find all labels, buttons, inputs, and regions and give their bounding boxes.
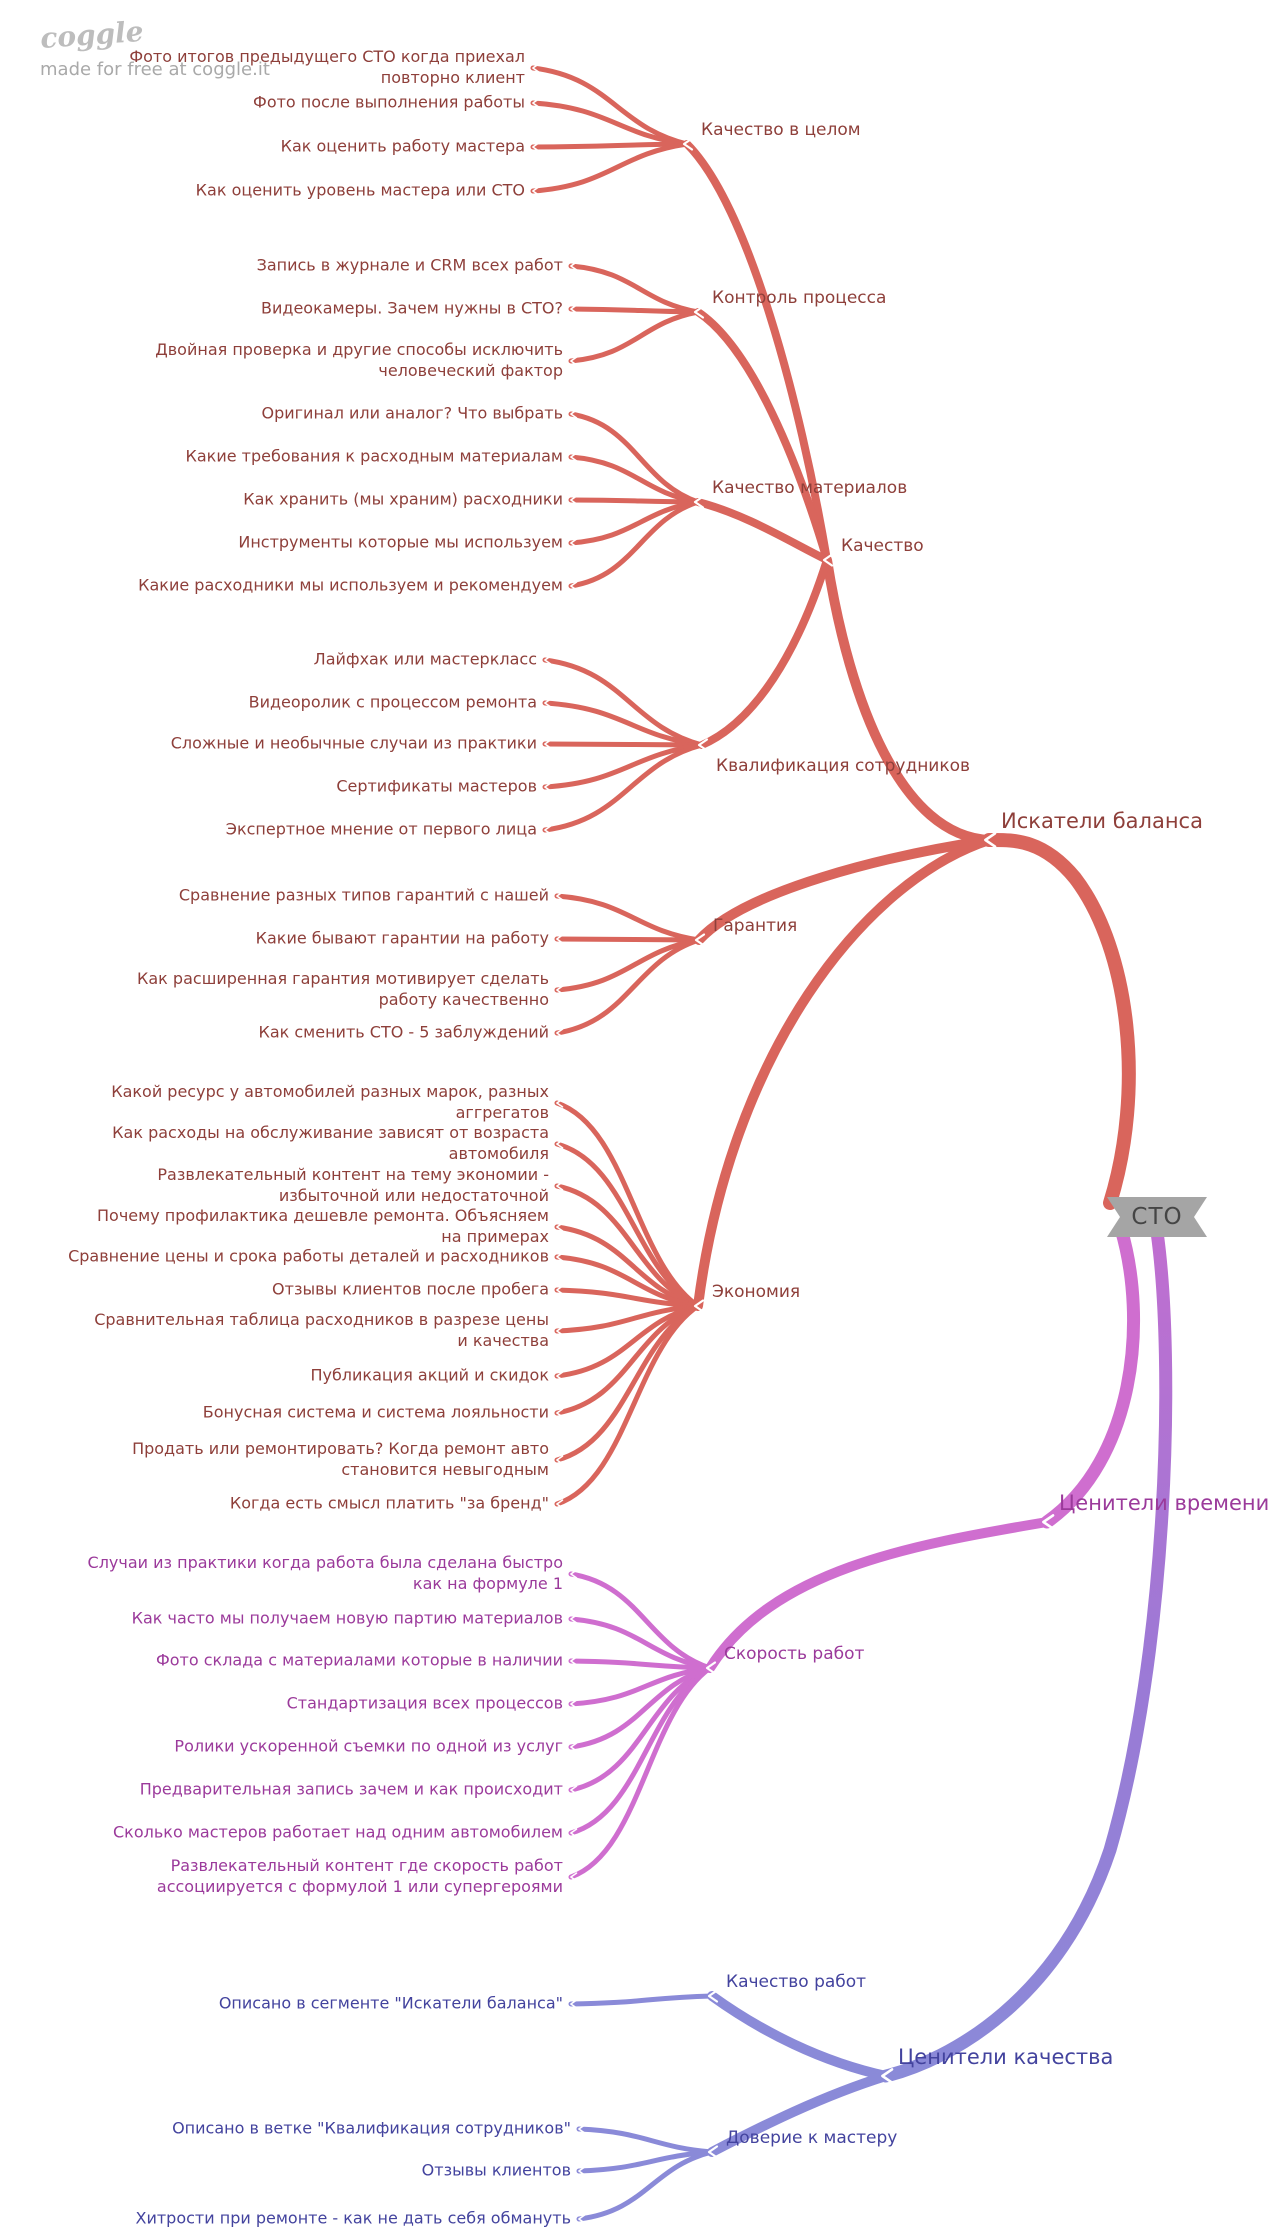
leaf-warranty-2[interactable]: Как расширенная гарантия мотивирует сдел… [137,969,549,1009]
leaf-economy-5[interactable]: Отзывы клиентов после пробега [272,1279,549,1299]
leaf-trust-1[interactable]: Отзывы клиентов [421,2160,571,2180]
leaf-speed-2[interactable]: Фото склада с материалами которые в нали… [155,1650,563,1670]
leaf-speed-0[interactable]: Случаи из практики когда работа была сде… [87,1553,563,1593]
leaf-overall-0[interactable]: Фото итогов предыдущего СТО когда приеха… [129,47,525,87]
leaf-warranty-0[interactable]: Сравнение разных типов гарантий с нашей [178,885,549,905]
leaf-economy-2[interactable]: Развлекательный контент на тему экономии… [157,1165,549,1205]
node-label-quality[interactable]: Качество [841,536,924,556]
branch-label-quality-seekers[interactable]: Ценители качества [898,2045,1114,2069]
branch-label-balance[interactable]: Искатели баланса [1001,809,1203,833]
node-label-work-quality[interactable]: Качество работ [726,1972,867,1992]
leaf-materials-2[interactable]: Как хранить (мы храним) расходники [243,489,563,509]
leaf-speed-5[interactable]: Предварительная запись зачем и как проис… [139,1779,563,1799]
leaf-overall-1[interactable]: Фото после выполнения работы [253,92,525,112]
leaf-work-quality-0[interactable]: Описано в сегменте "Искатели баланса" [218,1993,563,2013]
leaf-speed-3[interactable]: Стандартизация всех процессов [286,1693,563,1713]
branch-label-time[interactable]: Ценители времени [1059,1491,1270,1515]
leaf-materials-3[interactable]: Инструменты которые мы используем [238,532,563,552]
coggle-logo[interactable]: coggle [39,14,145,55]
leaf-economy-3[interactable]: Почему профилактика дешевле ремонта. Объ… [97,1206,549,1246]
node-label-process-control[interactable]: Контроль процесса [712,288,887,308]
node-label-materials-quality[interactable]: Качество материалов [712,478,908,498]
node-label-quality-overall[interactable]: Качество в целом [701,120,861,140]
leaf-control-1[interactable]: Видеокамеры. Зачем нужны в СТО? [261,298,563,318]
leaf-qualification-0[interactable]: Лайфхак или мастеркласс [313,649,537,669]
leaf-qualification-2[interactable]: Сложные и необычные случаи из практики [170,733,537,753]
root-node[interactable]: СТО [1107,1197,1207,1237]
leaf-qualification-4[interactable]: Экспертное мнение от первого лица [225,819,537,839]
node-label-economy[interactable]: Экономия [712,1282,801,1302]
leaf-economy-7[interactable]: Публикация акций и скидок [310,1365,549,1385]
watermark: coggle made for free at coggle.it [39,14,270,80]
leaf-speed-7[interactable]: Развлекательный контент где скорость раб… [156,1856,563,1896]
leaf-trust-0[interactable]: Описано в ветке "Квалификация сотруднико… [172,2118,571,2138]
leaf-speed-1[interactable]: Как часто мы получаем новую партию матер… [131,1608,563,1628]
leaf-economy-8[interactable]: Бонусная система и система лояльности [202,1402,549,1422]
node-label-warranty[interactable]: Гарантия [713,916,798,936]
leaf-overall-3[interactable]: Как оценить уровень мастера или СТО [195,180,525,200]
leaf-speed-4[interactable]: Ролики ускоренной съемки по одной из усл… [174,1736,563,1756]
leaf-materials-1[interactable]: Какие требования к расходным материалам [185,446,563,466]
leaf-control-0[interactable]: Запись в журнале и CRM всех работ [256,255,563,275]
leaf-economy-9[interactable]: Продать или ремонтировать? Когда ремонт … [132,1439,549,1479]
node-label-staff-qualification[interactable]: Квалификация сотрудников [716,756,971,776]
leaf-economy-4[interactable]: Сравнение цены и срока работы деталей и … [68,1246,549,1266]
node-label-work-speed[interactable]: Скорость работ [724,1644,865,1664]
leaf-warranty-3[interactable]: Как сменить СТО - 5 заблуждений [258,1022,549,1042]
leaf-qualification-1[interactable]: Видеоролик с процессом ремонта [248,692,537,712]
leaf-economy-1[interactable]: Как расходы на обслуживание зависят от в… [112,1123,549,1163]
leaf-economy-0[interactable]: Какой ресурс у автомобилей разных марок,… [111,1082,549,1122]
leaf-warranty-1[interactable]: Какие бывают гарантии на работу [255,928,549,948]
leaf-materials-0[interactable]: Оригинал или аналог? Что выбрать [261,403,563,423]
leaf-speed-6[interactable]: Сколько мастеров работает над одним авто… [113,1822,563,1842]
leaf-economy-6[interactable]: Сравнительная таблица расходников в разр… [94,1310,549,1350]
coggle-tagline-link[interactable]: made for free at coggle.it [40,59,270,80]
leaf-trust-2[interactable]: Хитрости при ремонте - как не дать себя … [135,2208,572,2228]
leaf-economy-10[interactable]: Когда есть смысл платить "за бренд" [229,1493,549,1513]
node-label-master-trust[interactable]: Доверие к мастеру [726,2128,898,2148]
leaf-qualification-3[interactable]: Сертификаты мастеров [336,776,537,796]
leaf-overall-2[interactable]: Как оценить работу мастера [280,136,525,156]
leaf-control-2[interactable]: Двойная проверка и другие способы исключ… [155,340,563,380]
leaf-materials-4[interactable]: Какие расходники мы используем и рекомен… [138,575,563,595]
